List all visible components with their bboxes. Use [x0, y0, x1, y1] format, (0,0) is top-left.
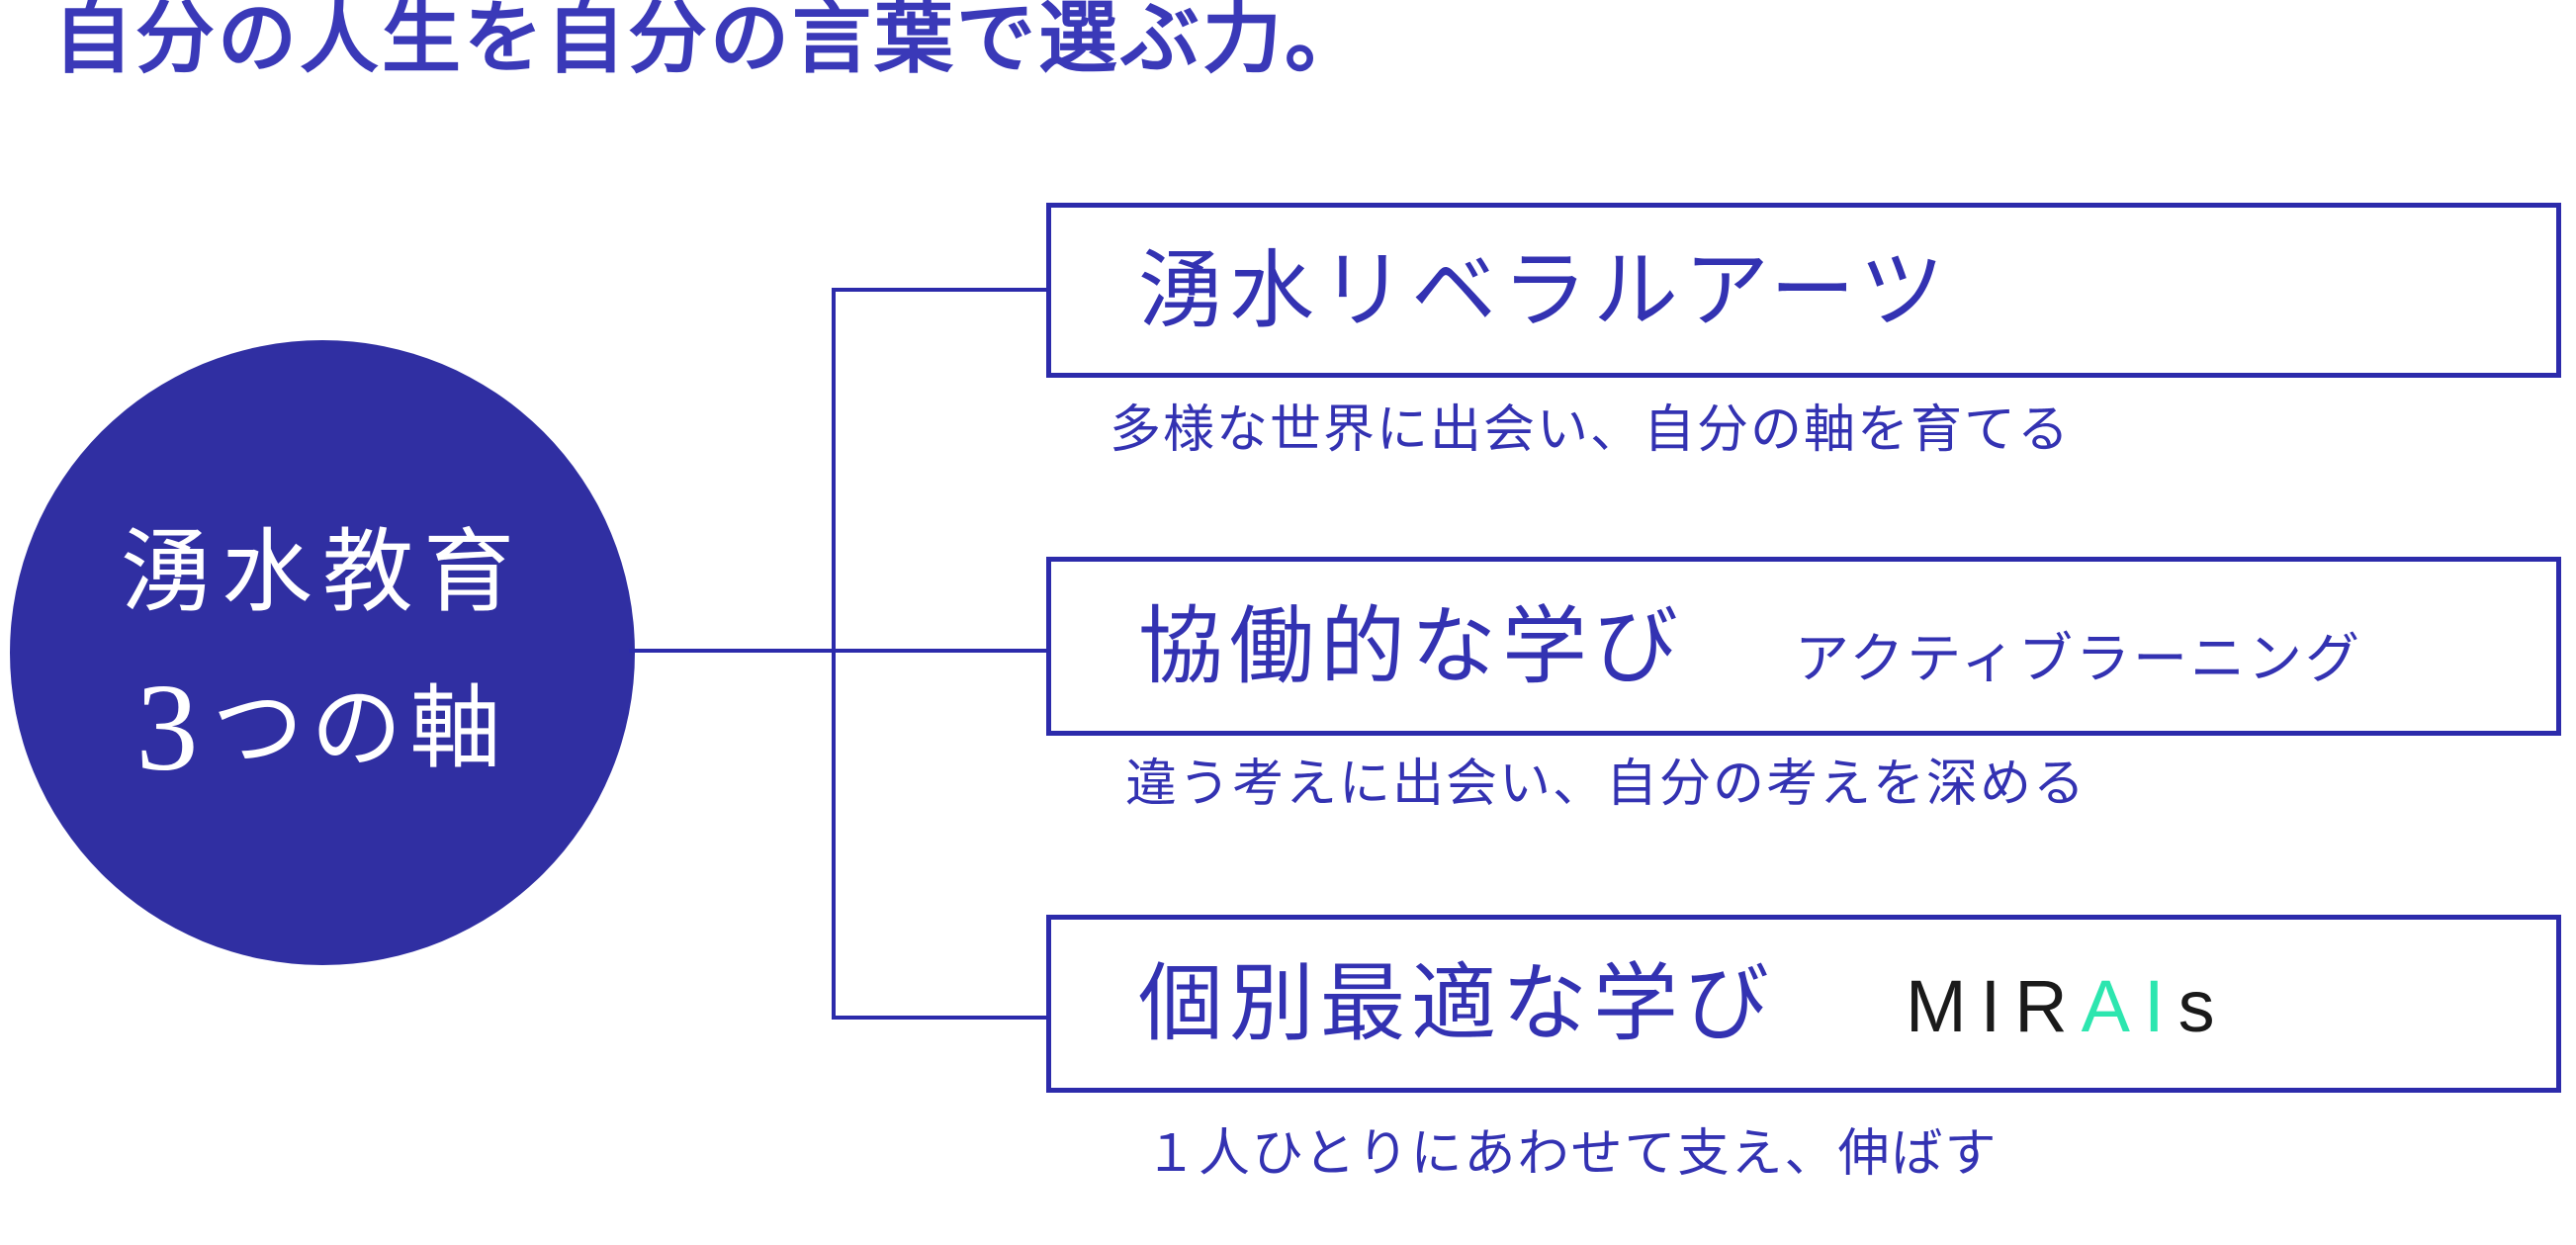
hub-circle-line1: 湧水教育 [120, 521, 524, 623]
hub-circle: 湧水教育 3 つの軸 [10, 340, 635, 965]
hub-circle-line2: 3 つの軸 [135, 659, 509, 797]
branch-box-individual-learning: 個別最適な学び MIRAIs [1046, 915, 2561, 1093]
connector-bottom-branch [832, 1016, 1046, 1020]
mirais-logo-mir: MIR [1906, 965, 2082, 1047]
connector-top-branch [832, 288, 1046, 292]
mirais-logo: MIRAIs [1906, 970, 2229, 1043]
hub-circle-line2-rest: つの軸 [212, 677, 509, 779]
branch-subtitle-liberal-arts: 多様な世界に出会い、自分の軸を育てる [1110, 402, 2072, 459]
branch-box-collaborative-learning: 協働的な学び アクティブラーニング [1046, 557, 2561, 736]
active-learning-tag: アクティブラーニング [1795, 629, 2362, 689]
mirais-logo-s: s [2177, 965, 2229, 1047]
connector-vertical-trunk [832, 288, 836, 1020]
mirais-logo-ai: AI [2081, 965, 2178, 1047]
page-title: 自分の人生を自分の言葉で選ぶ力。 [53, 0, 1367, 83]
hub-circle-big-digit: 3 [135, 659, 207, 797]
connector-main-horizontal [629, 649, 1048, 653]
branch-subtitle-individual-learning: １人ひとりにあわせて支え、伸ばす [1145, 1126, 1999, 1183]
branch-subtitle-collaborative-learning: 違う考えに出会い、自分の考えを深める [1125, 756, 2087, 813]
branch-box-title: 協働的な学び [1138, 598, 1684, 694]
branch-box-title: 湧水リベラルアーツ [1138, 242, 1951, 338]
branch-box-title: 個別最適な学び [1138, 956, 1775, 1051]
branch-box-liberal-arts: 湧水リベラルアーツ [1046, 203, 2561, 378]
